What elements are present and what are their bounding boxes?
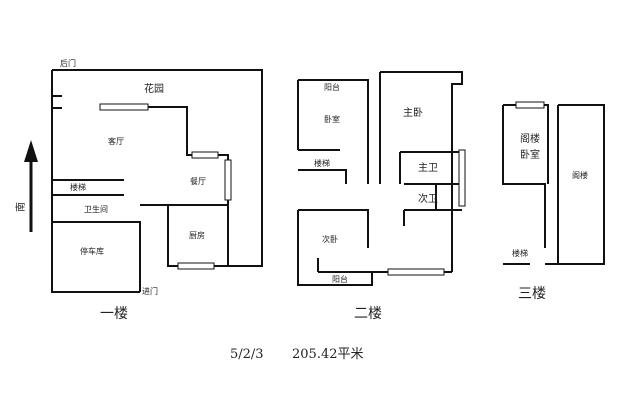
- floor-2-title: 二楼: [354, 306, 382, 322]
- room-label-second-bedroom: 次卧: [322, 234, 338, 244]
- floor-3-title: 三楼: [518, 286, 546, 302]
- room-label-master-bedroom: 主卧: [403, 106, 423, 119]
- room-label-attic-bedroom-1: 阁楼: [520, 132, 540, 145]
- room-label-master-bath: 主卫: [418, 162, 438, 174]
- room-label-stairs-2: 楼梯: [314, 158, 330, 168]
- room-label-kitchen: 厨房: [189, 230, 205, 240]
- floor-1-title: 一楼: [100, 306, 128, 322]
- floor-1-windows: [99, 103, 232, 270]
- caption-layout: 5/2/3: [230, 347, 264, 362]
- room-label-bathroom: 卫生间: [84, 204, 108, 214]
- compass-label: 南: [14, 202, 27, 212]
- room-label-attic-bedroom-2: 卧室: [520, 148, 540, 161]
- room-label-living-room: 客厅: [108, 136, 124, 146]
- room-label-dining-room: 餐厅: [190, 177, 206, 186]
- room-label-back-door: 后门: [60, 58, 76, 68]
- floor-3-windows: [515, 101, 545, 109]
- room-label-bedroom: 卧室: [324, 114, 340, 124]
- caption-area: 205.42平米: [292, 347, 364, 362]
- room-label-balcony-bottom: 阳台: [332, 274, 348, 284]
- room-label-stairs: 楼梯: [70, 182, 86, 192]
- floor-3-plan: [502, 104, 605, 265]
- floor-2-windows: [387, 149, 466, 276]
- floor-1-plan: [51, 69, 263, 293]
- north-arrow-icon: [24, 140, 38, 232]
- room-label-garage: 停车库: [80, 246, 104, 256]
- room-label-balcony-top: 阳台: [324, 82, 340, 92]
- room-label-stairs-3: 楼梯: [512, 248, 528, 258]
- room-label-garden: 花园: [144, 82, 164, 95]
- room-label-entrance: 进门: [142, 286, 158, 296]
- floor-2-plan: [297, 71, 463, 286]
- room-label-second-bath: 次卫: [418, 192, 438, 205]
- room-label-attic: 阁楼: [572, 170, 588, 180]
